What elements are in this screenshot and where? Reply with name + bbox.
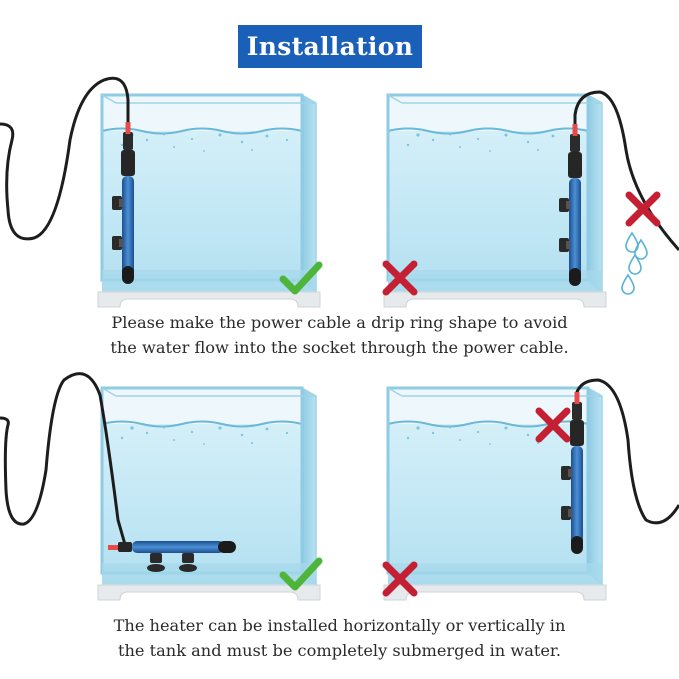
panel-bottom-right bbox=[382, 378, 679, 602]
power-cable bbox=[0, 372, 128, 549]
caption-drip-ring: Please make the power cable a drip ring … bbox=[0, 310, 679, 360]
heater bbox=[108, 541, 236, 572]
caption-line: the tank and must be completely submerge… bbox=[117, 641, 562, 660]
title-banner: Installation bbox=[238, 25, 422, 68]
caption-installation-orientation: The heater can be installed horizontally… bbox=[0, 613, 679, 663]
panel-bottom-left bbox=[0, 372, 322, 602]
aquarium-tank bbox=[96, 386, 322, 602]
caption-line: Please make the power cable a drip ring … bbox=[111, 313, 568, 332]
water-drop-icon bbox=[628, 254, 642, 275]
panel-top-right bbox=[382, 90, 679, 309]
caption-line: the water flow into the socket through t… bbox=[110, 338, 569, 357]
water-drop-icon bbox=[621, 274, 635, 295]
panel-top-left bbox=[0, 76, 320, 309]
power-cable bbox=[0, 76, 130, 241]
caption-line: The heater can be installed horizontally… bbox=[113, 616, 566, 635]
power-cable bbox=[574, 378, 679, 525]
page-title: Installation bbox=[246, 32, 414, 61]
